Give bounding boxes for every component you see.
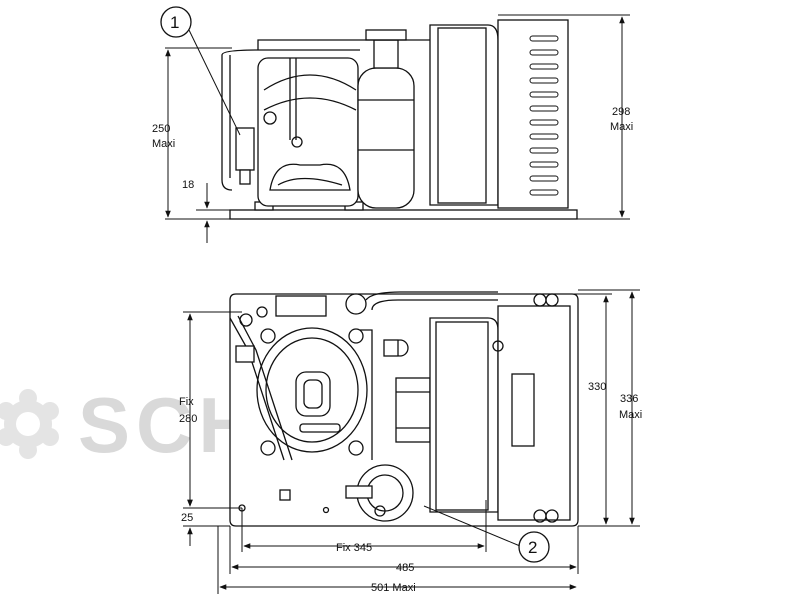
dim-fix-280-value: 280 (179, 413, 197, 425)
dim-298-value: 298 (612, 106, 630, 118)
side-view (221, 19, 578, 220)
drier-top (345, 464, 414, 522)
compressor-top (256, 327, 368, 456)
side-view-dimensions (165, 14, 630, 243)
callout-1-label: 1 (170, 13, 179, 32)
top-view (229, 291, 579, 527)
base-plate (229, 209, 578, 220)
dim-fix-280-label: Fix (179, 396, 194, 408)
dim-298-unit: Maxi (610, 121, 633, 133)
piping-side (221, 39, 430, 191)
condenser-side (429, 19, 569, 209)
dim-25: 25 (181, 512, 193, 524)
dim-485: 485 (396, 562, 414, 574)
fan-motor-top (395, 377, 431, 443)
callout-1: 1 (160, 6, 241, 136)
dim-330: 330 (588, 381, 606, 393)
dim-250-unit: Maxi (152, 138, 175, 150)
receiver-tank-side (357, 29, 415, 209)
dim-336-value: 336 (620, 393, 638, 405)
dim-501-maxi: 501 Maxi (371, 582, 416, 594)
dim-336-unit: Maxi (619, 409, 642, 421)
compressor-side (257, 57, 359, 207)
dim-fix-345: Fix 345 (336, 542, 372, 554)
callout-2: 2 (423, 505, 550, 563)
top-view-dimensions (183, 289, 640, 594)
condenser-top (429, 293, 571, 523)
dim-250-value: 250 (152, 123, 170, 135)
callout-2-label: 2 (528, 538, 537, 557)
dim-18: 18 (182, 179, 194, 191)
valves-top (229, 293, 367, 461)
watermark-logo-icon (0, 389, 59, 459)
